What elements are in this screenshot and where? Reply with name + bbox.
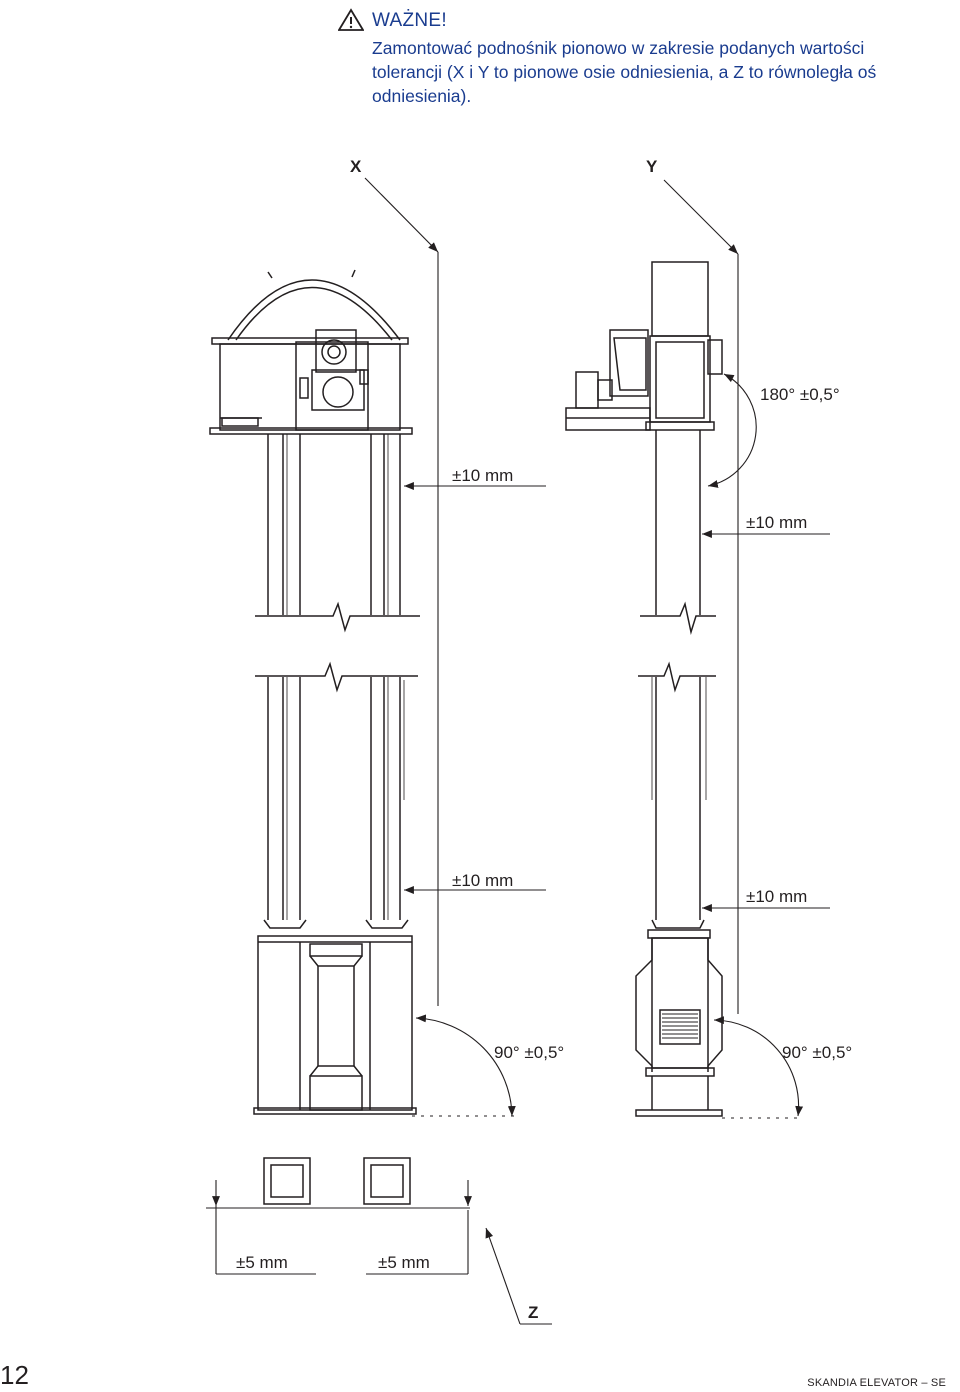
right-elevator-head <box>565 261 723 431</box>
right-elevator-boot <box>635 929 723 1117</box>
angle-left-arc <box>415 1014 516 1117</box>
left-break-lines <box>255 601 420 693</box>
tol-bottom-right-label: ±5 mm <box>378 1253 430 1272</box>
angle-left-label: 90° ±0,5° <box>494 1043 564 1062</box>
y-axis-reference <box>663 179 739 1014</box>
angle-right-label: 90° ±0,5° <box>782 1043 852 1062</box>
right-elevator-leg-upper <box>655 430 701 615</box>
angle-top-arc <box>707 373 757 488</box>
footer-brand: SKANDIA ELEVATOR – SE <box>807 1377 946 1389</box>
left-elevator-legs-upper <box>267 434 401 615</box>
axis-x-label: X <box>350 157 362 176</box>
left-elevator-head <box>209 269 413 435</box>
x-axis-reference <box>364 177 439 1006</box>
warning-line-2: tolerancji (X i Y to pionowe osie odnies… <box>372 62 877 82</box>
warning-text: Zamontować podnośnik pionowo w zakresie … <box>372 36 932 108</box>
warning-title: WAŻNE! <box>372 10 447 31</box>
warning-line-3: odniesienia). <box>372 86 472 106</box>
angle-top-label: 180° ±0,5° <box>760 385 840 404</box>
angle-right-arc <box>713 1016 804 1117</box>
tol-bottom-right-dimension <box>366 1180 472 1275</box>
tol-right-lower-label: ±10 mm <box>746 887 807 906</box>
left-footprint <box>263 1157 311 1205</box>
tol-bottom-left-dimension <box>206 1180 470 1275</box>
axis-z-label: Z <box>528 1303 538 1322</box>
z-axis-reference <box>485 1227 552 1325</box>
right-break-lines <box>638 601 716 693</box>
warning-line-1: Zamontować podnośnik pionowo w zakresie … <box>372 38 865 58</box>
axis-y-label: Y <box>646 157 658 176</box>
right-footprint <box>363 1157 411 1205</box>
tol-left-upper-label: ±10 mm <box>452 466 513 485</box>
tol-right-upper-label: ±10 mm <box>746 513 807 532</box>
left-elevator-boot <box>253 935 417 1115</box>
tol-bottom-left-label: ±5 mm <box>236 1253 288 1272</box>
tol-left-lower-label: ±10 mm <box>452 871 513 890</box>
right-elevator-leg-lower <box>651 677 707 929</box>
left-elevator-legs-lower <box>263 677 409 929</box>
warning-triangle-icon <box>338 8 364 31</box>
page-number: 12 <box>0 1360 29 1390</box>
